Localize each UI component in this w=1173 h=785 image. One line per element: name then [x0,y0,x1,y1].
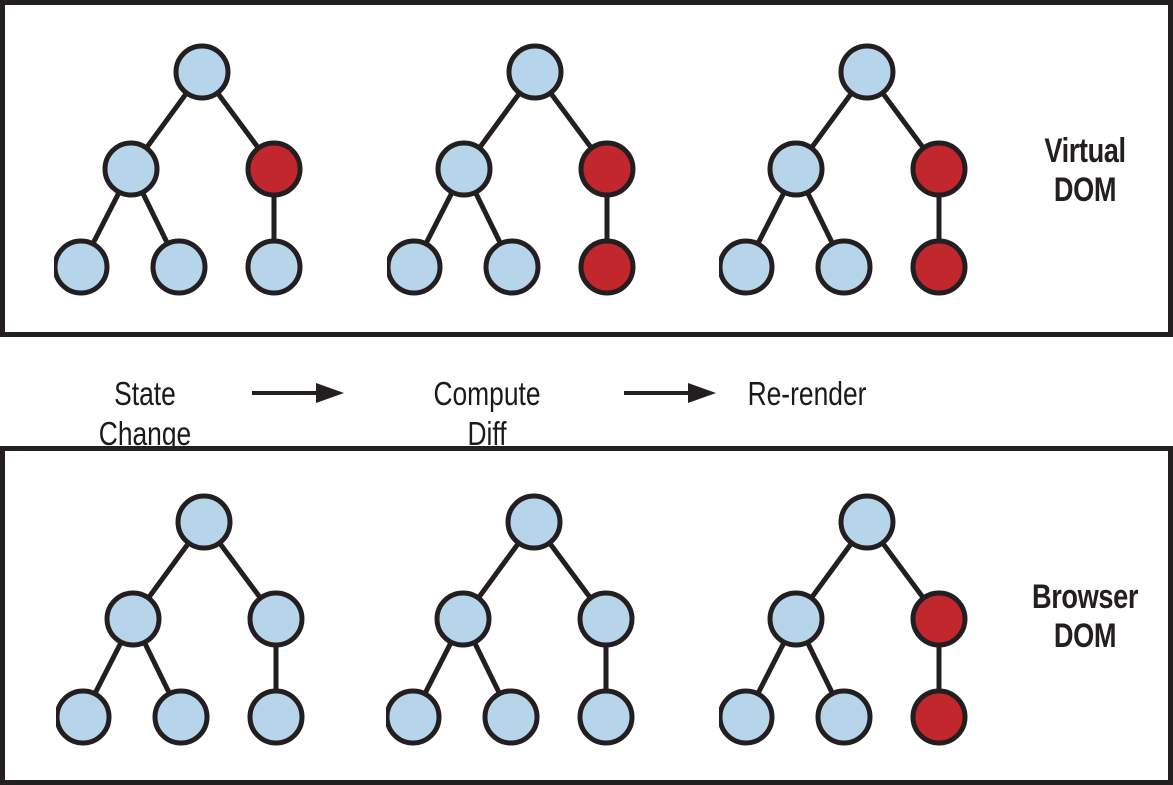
node-root [175,493,233,551]
node-leaf-right [910,688,968,746]
flow-step-re-render: Re-render [747,375,867,412]
node-leaf-mid [815,688,873,746]
right-arrow-icon [252,383,344,403]
browser-dom-tree-3 [717,489,969,751]
node-root [506,43,564,101]
flow-step-state-change: State Change [98,375,192,452]
node-root [173,43,231,101]
right-arrow-icon [624,383,716,403]
node-leaf-right [247,688,305,746]
virtual-dom-label-line1: Virtual [1044,132,1126,170]
browser-dom-box [0,446,1173,785]
node-mid-left [435,140,493,198]
node-mid-right [910,140,968,198]
node-mid-left [102,140,160,198]
node-leaf-mid [815,238,873,296]
node-leaf-left [54,688,112,746]
node-leaf-left [52,238,110,296]
virtual-dom-label-line2: DOM [1053,171,1117,210]
node-leaf-right [245,238,303,296]
browser-dom-tree-2 [384,489,636,751]
node-mid-left [767,590,825,648]
node-leaf-right [577,688,635,746]
node-root [838,493,896,551]
node-leaf-right [910,238,968,296]
node-leaf-mid [483,238,541,296]
virtual-dom-tree-1 [52,39,304,301]
node-root [838,43,896,101]
node-mid-left [767,140,825,198]
node-root [505,493,563,551]
node-mid-left [104,590,162,648]
node-mid-right [247,590,305,648]
node-leaf-left [384,688,442,746]
node-leaf-left [717,688,775,746]
browser-dom-tree-1 [54,489,306,751]
flow-step-compute-diff: Compute Diff [433,375,541,452]
node-mid-right [910,590,968,648]
node-mid-left [434,590,492,648]
node-mid-right [245,140,303,198]
node-leaf-mid [150,238,208,296]
browser-dom-label-line2: DOM [1053,617,1117,656]
node-leaf-right [578,238,636,296]
node-leaf-mid [482,688,540,746]
node-mid-right [577,590,635,648]
virtual-dom-label: Virtual DOM [1017,132,1153,211]
virtual-dom-box [0,0,1173,337]
browser-dom-label-line1: Browser [1031,578,1139,616]
node-mid-right [578,140,636,198]
browser-dom-label: Browser DOM [1017,578,1153,657]
virtual-dom-tree-2 [385,39,637,301]
node-leaf-mid [152,688,210,746]
node-leaf-left [385,238,443,296]
node-leaf-left [717,238,775,296]
virtual-dom-tree-3 [717,39,969,301]
